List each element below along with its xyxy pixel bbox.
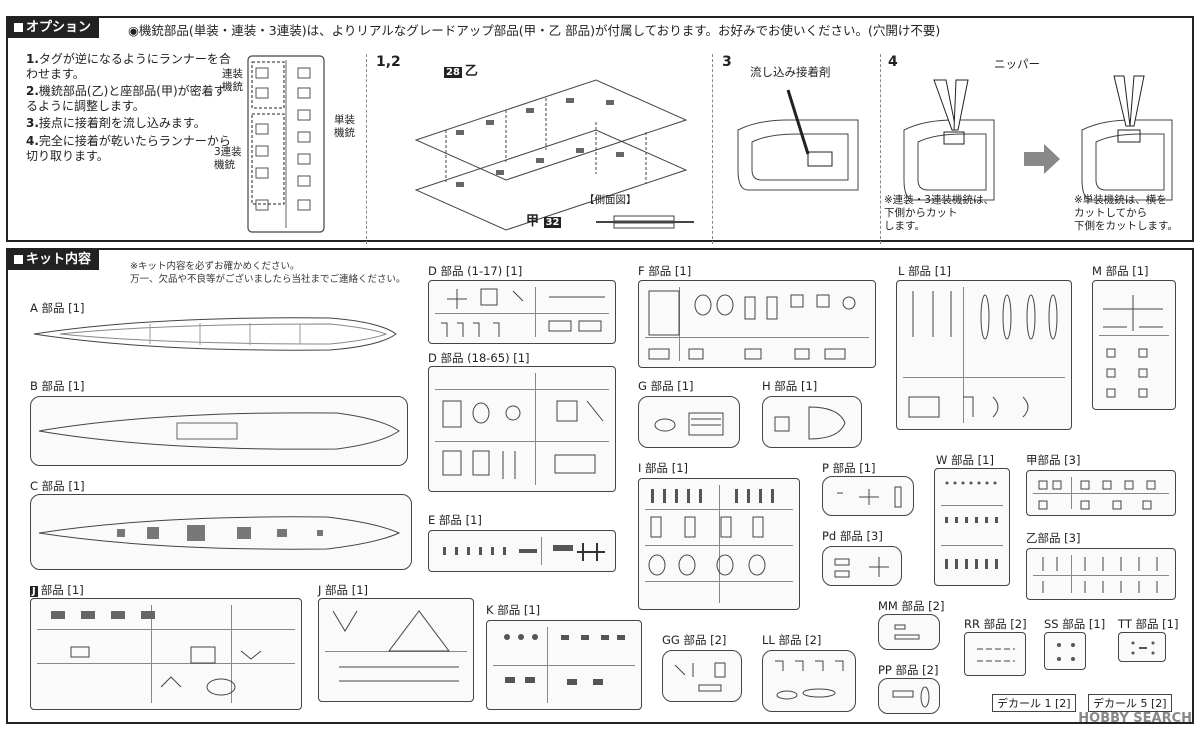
step-3-number: 3 [722,54,732,70]
part-P-sprue [822,476,914,516]
part-Pd-label: Pd 部品 [3] [822,529,883,543]
part-K-sprue [486,620,642,710]
part-D2-label: D 部品 (18-65) [1] [428,351,530,365]
option-step-1: 1.タグが逆になるようにランナーを合わせます。 [26,52,231,81]
part-H-sprue [762,396,862,448]
step-4-number: 4 [888,54,898,70]
part-D1-label: D 部品 (1-17) [1] [428,264,523,278]
kit-note: ※キット内容を必ずお確かめください。 万一、欠品や不良等がございましたら当社まで… [130,261,406,285]
part-L-sprue [896,280,1072,430]
part-MM-sprue [878,614,940,650]
arrow-right-icon [1024,144,1060,174]
option-section-label: オプション [8,18,100,38]
cut-diagram-2 [1081,75,1173,201]
part-G-label: G 部品 [1] [638,379,694,393]
part-K-label: K 部品 [1] [486,603,541,617]
part-D2-sprue [428,366,616,492]
step-12-number: 1,2 [376,54,401,70]
kit-contents-panel: キット内容 ※キット内容を必ずお確かめください。 万一、欠品や不良等がございまし… [6,248,1194,724]
cut-diagram-1 [903,79,995,201]
part-W-sprue [934,468,1010,586]
part-SS-label: SS 部品 [1] [1044,617,1106,631]
part-A-label: A 部品 [1] [30,301,85,315]
part-E-sprue [428,530,616,572]
part-L-label: L 部品 [1] [898,264,952,278]
part-P-label: P 部品 [1] [822,461,876,475]
part-GG-sprue [662,650,742,702]
option-runner-diagram [247,55,325,233]
part-G-sprue [638,396,740,448]
part-I-label: I 部品 [1] [638,461,688,475]
triple-mg-label: 3連装 機銃 [214,146,242,171]
option-step-4: 4.完全に接着が乾いたらランナーから切り取ります。 [26,134,231,163]
runner-alignment-diagram [414,79,688,231]
glue-diagram [737,89,859,191]
part-A-hull [33,317,397,351]
part-B-sprue [30,396,408,466]
decal-5-label: デカール 5 [2] [1088,694,1172,712]
part-SS-sprue [1044,632,1086,670]
part-MM-label: MM 部品 [2] [878,599,945,613]
glue-label: 流し込み接着剤 [750,65,831,79]
option-step-2: 2.機銃部品(乙)と座部品(甲)が密着するように調整します。 [26,84,226,113]
option-panel: オプション ◉機銃部品(単装・連装・3連装)は、よりリアルなグレードアップ部品(… [6,16,1194,244]
part-GG-label: GG 部品 [2] [662,633,727,647]
part-TT-sprue [1118,632,1166,662]
part-C-sprue [30,494,412,570]
part-J2-label: J 部品 [1] [318,583,368,597]
cut-note-single: ※単装機銃は、横を カットしてから 下側をカットします。 [1074,194,1178,232]
part-otsu-label: 乙部品 [3] [1026,531,1081,545]
kou-label: 甲 32 [526,214,562,229]
part-W-label: W 部品 [1] [936,453,994,467]
part-C-label: C 部品 [1] [30,479,85,493]
side-view-diagram [596,215,694,229]
part-PP-label: PP 部品 [2] [878,663,939,677]
twin-mg-label: 連装 機銃 [222,68,243,93]
part-H-label: H 部品 [1] [762,379,818,393]
kit-section-label: キット内容 [8,250,100,270]
part-RR-label: RR 部品 [2] [964,617,1027,631]
part-M-sprue [1092,280,1176,410]
option-note: ◉機銃部品(単装・連装・3連装)は、よりリアルなグレードアップ部品(甲・乙 部品… [128,23,941,38]
decal-1-label: デカール 1 [2] [992,694,1076,712]
part-J1-sprue [30,598,302,710]
part-B-label: B 部品 [1] [30,379,85,393]
part-M-label: M 部品 [1] [1092,264,1149,278]
side-view-label: 【側面図】 [584,194,637,206]
part-F-sprue [638,280,876,368]
part-RR-sprue [964,632,1026,676]
part-TT-label: TT 部品 [1] [1118,617,1179,631]
single-mg-label: 単装 機銃 [334,114,355,139]
part-kou-sprue [1026,470,1176,516]
watermark: HOBBY SEARCH [1078,711,1192,726]
part-E-label: E 部品 [1] [428,513,482,527]
part-PP-sprue [878,678,940,714]
part-D1-sprue [428,280,616,344]
part-Pd-sprue [822,546,902,586]
part-LL-label: LL 部品 [2] [762,633,822,647]
part-J2-sprue [318,598,474,702]
part-I-sprue [638,478,800,610]
part-LL-sprue [762,650,856,712]
part-otsu-sprue [1026,548,1176,600]
nipper-label: ニッパー [994,57,1040,71]
part-F-label: F 部品 [1] [638,264,692,278]
part-kou-label: 甲部品 [3] [1026,453,1081,467]
option-step-3: 3.接点に接着剤を流し込みます。 [26,116,206,130]
cut-note-twin: ※連装・3連装機銃は、 下側からカット します。 [884,194,994,232]
